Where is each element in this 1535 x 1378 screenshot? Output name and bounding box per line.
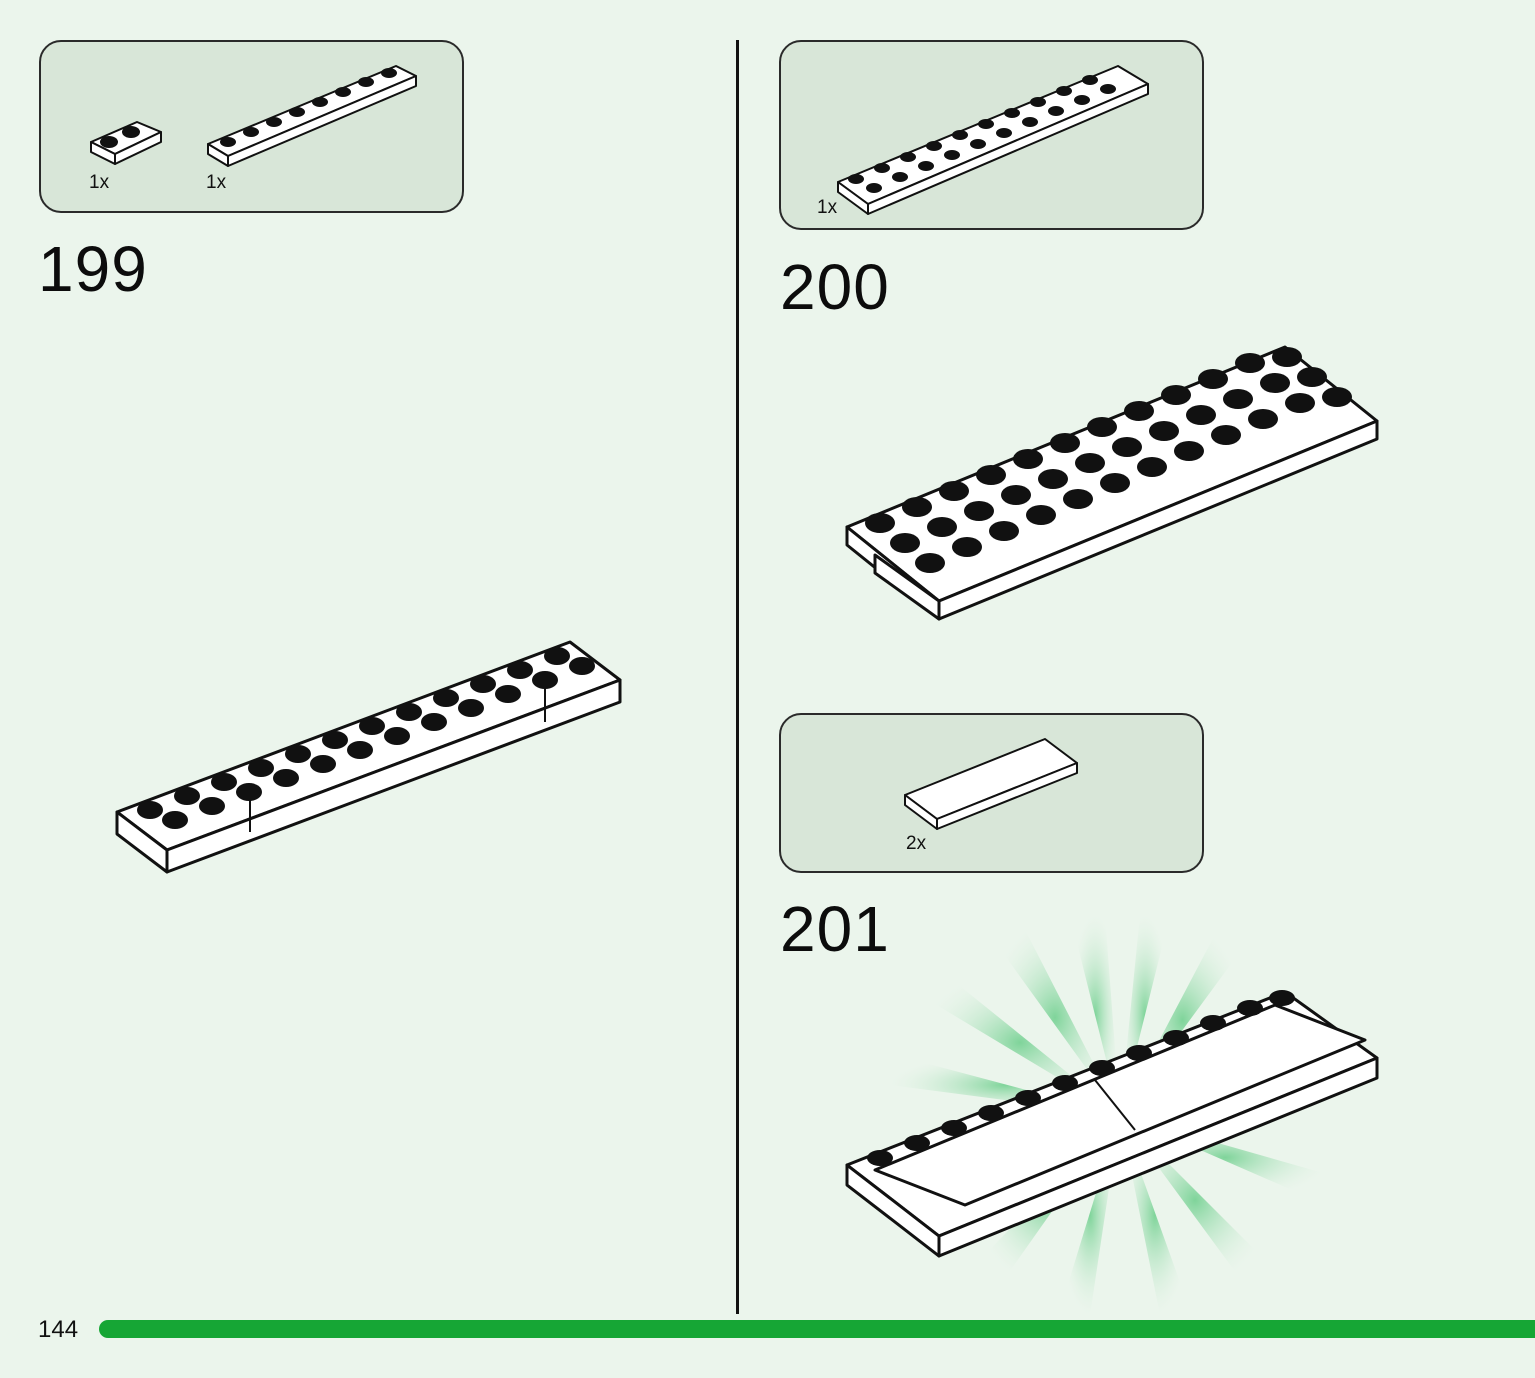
step-number: 201 <box>780 893 890 965</box>
plate-1x2-icon <box>90 121 162 165</box>
part-qty: 2x <box>906 833 927 854</box>
progress-bar <box>99 1320 1535 1338</box>
step-number: 199 <box>38 233 148 305</box>
stud-icon <box>122 126 140 138</box>
part-qty: 1x <box>206 172 227 193</box>
parts-box-step-201: 2x <box>779 713 1204 873</box>
column-divider <box>736 40 739 1314</box>
part-qty: 1x <box>89 172 110 193</box>
plate-1x8-icon <box>207 65 417 167</box>
parts-box-step-200: 1x <box>779 40 1204 230</box>
tile-2x6-icon <box>904 738 1078 830</box>
part-qty: 1x <box>817 197 838 218</box>
parts-box-step-199: 1x 1x <box>39 40 464 213</box>
assembly-200-illustration <box>845 345 1379 621</box>
assembly-199-illustration <box>115 640 622 874</box>
assembly-201-illustration <box>845 990 1379 1258</box>
page-number: 144 <box>38 1316 79 1343</box>
stud-icon <box>100 136 118 148</box>
plate-2x10-icon <box>837 65 1149 215</box>
step-number: 200 <box>780 251 890 323</box>
